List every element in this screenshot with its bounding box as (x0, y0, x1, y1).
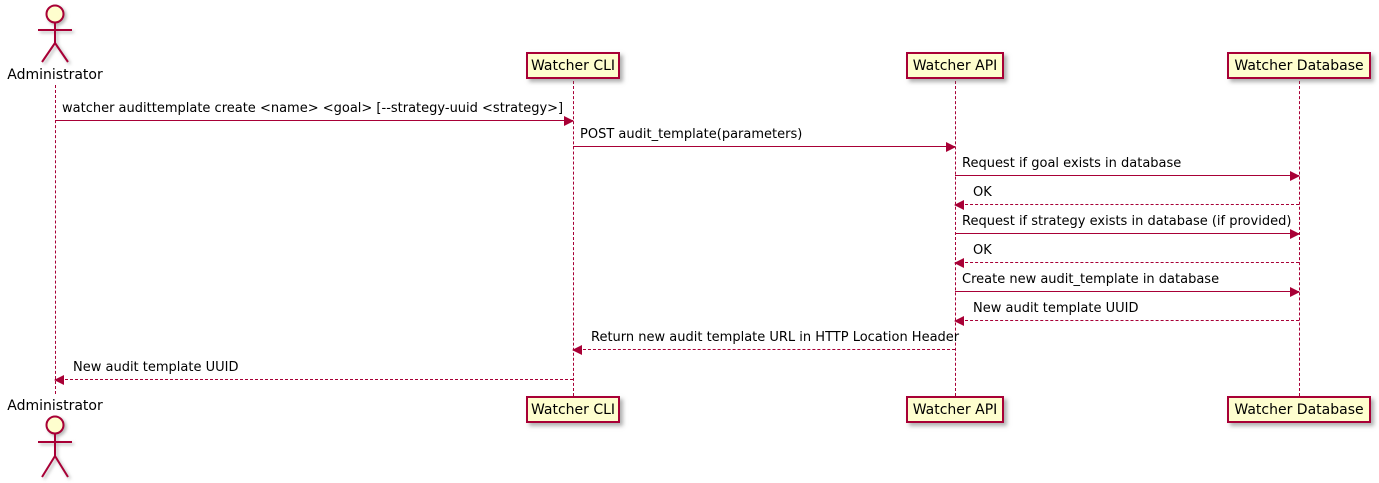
message-label: watcher audittemplate create <name> <goa… (62, 101, 564, 116)
participant-label: Watcher CLI (530, 57, 616, 74)
arrowhead-icon (1290, 171, 1300, 181)
message-request-strategy-exists: Request if strategy exists in database (… (955, 214, 1300, 239)
participant-administrator-bottom: Administrator (7, 398, 103, 414)
arrowhead-icon (1290, 287, 1300, 297)
arrowhead-icon (1290, 229, 1300, 239)
arrowhead-icon (954, 258, 964, 268)
participant-label: Watcher Database (1234, 401, 1364, 418)
message-label: New audit template UUID (973, 301, 1139, 316)
participant-label: Watcher CLI (530, 401, 616, 418)
message-ok-strategy: OK (954, 243, 1299, 268)
message-post-audit-template: POST audit_template(parameters) (573, 127, 956, 152)
participant-watcher-api-top: Watcher API (906, 52, 1004, 79)
arrowhead-icon (954, 200, 964, 210)
arrowhead-icon (572, 345, 582, 355)
arrowhead-icon (946, 142, 956, 152)
participant-watcher-cli-bottom: Watcher CLI (526, 396, 620, 423)
message-label: POST audit_template(parameters) (580, 127, 803, 142)
participant-label: Watcher API (912, 401, 998, 418)
participant-watcher-database-top: Watcher Database (1227, 52, 1371, 79)
message-return-audit-template-url: Return new audit template URL in HTTP Lo… (572, 330, 959, 355)
participant-watcher-database-bottom: Watcher Database (1227, 396, 1371, 423)
message-request-goal-exists: Request if goal exists in database (955, 156, 1300, 181)
arrowhead-icon (54, 375, 64, 385)
arrowhead-icon (564, 116, 574, 126)
participant-watcher-cli-top: Watcher CLI (526, 52, 620, 79)
message-label: New audit template UUID (73, 360, 239, 375)
administrator-actor-icon (38, 415, 72, 478)
participant-watcher-api-bottom: Watcher API (906, 396, 1004, 423)
arrowhead-icon (954, 316, 964, 326)
message-new-audit-template-uuid-admin: New audit template UUID (54, 360, 573, 385)
message-label: OK (973, 185, 992, 200)
participant-label: Watcher API (912, 57, 998, 74)
message-label: Request if goal exists in database (962, 156, 1182, 171)
message-label: Request if strategy exists in database (… (962, 214, 1292, 229)
message-new-audit-template-uuid-db: New audit template UUID (954, 301, 1299, 326)
message-label: Return new audit template URL in HTTP Lo… (591, 330, 960, 345)
message-create-audit-template-db: Create new audit_template in database (955, 272, 1300, 297)
lifeline-administrator (55, 85, 56, 394)
lifeline-watcher-cli (573, 81, 574, 396)
administrator-actor-icon (38, 4, 72, 63)
message-create-audittemplate: watcher audittemplate create <name> <goa… (55, 101, 574, 126)
message-label: OK (973, 243, 992, 258)
message-ok-goal: OK (954, 185, 1299, 210)
message-label: Create new audit_template in database (962, 272, 1220, 287)
participant-administrator-top: Administrator (7, 67, 103, 83)
lifeline-watcher-api (955, 81, 956, 396)
participant-label: Watcher Database (1234, 57, 1364, 74)
